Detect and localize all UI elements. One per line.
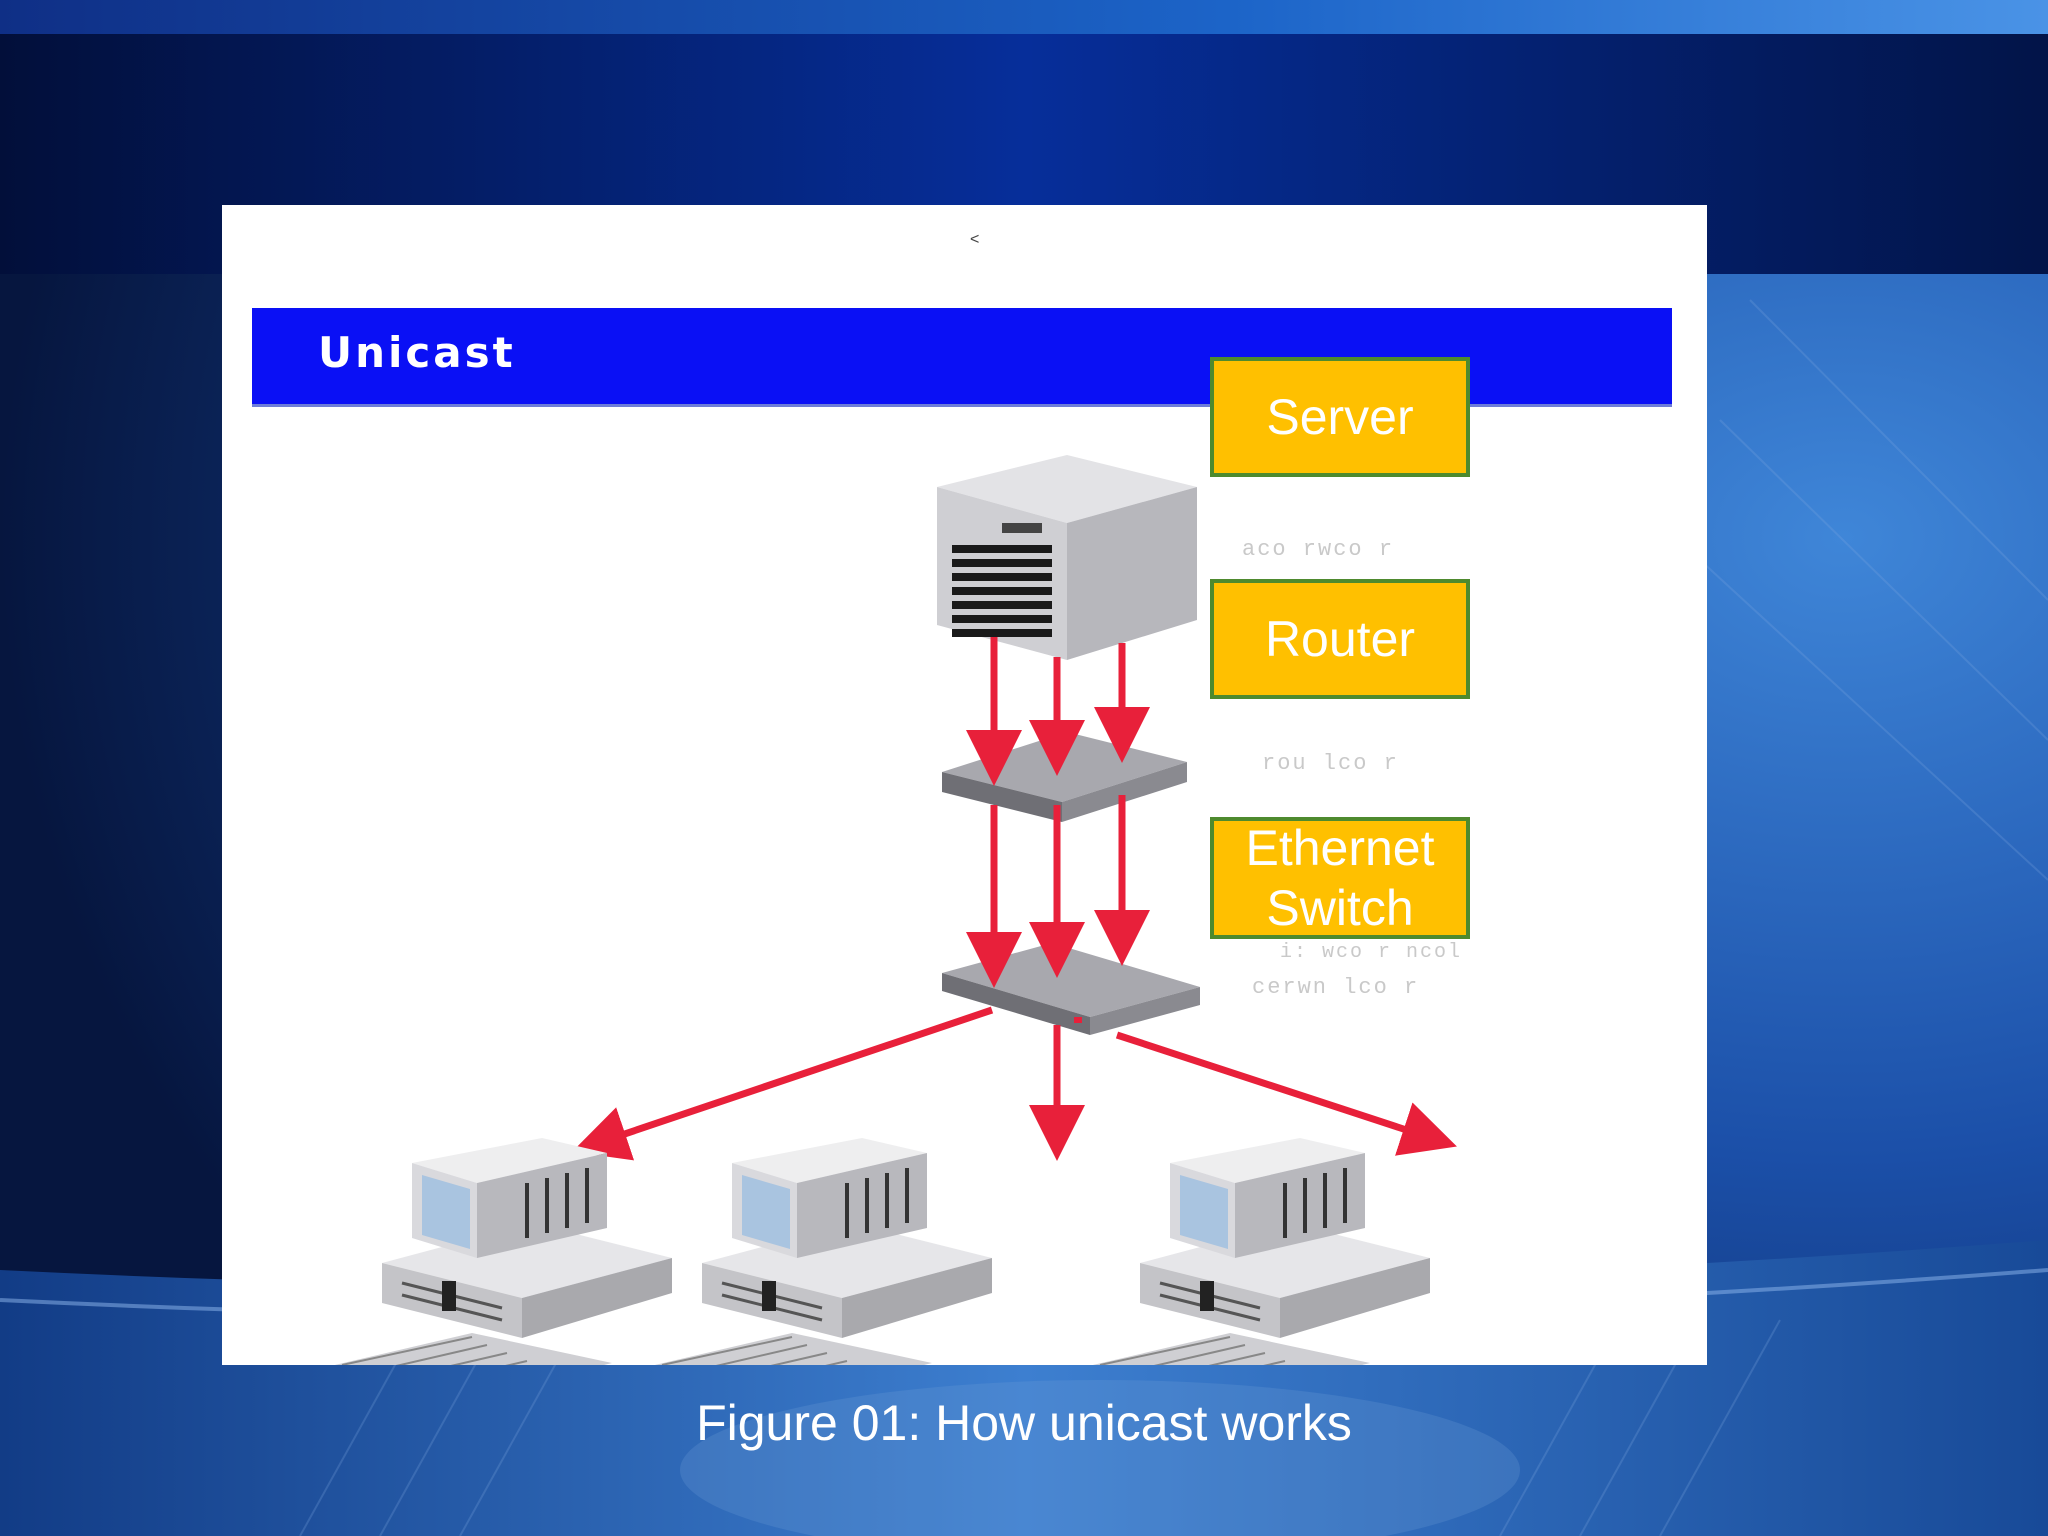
switch-label-line1: Ethernet (1245, 820, 1435, 876)
computer-icon (1078, 1136, 1432, 1365)
router-label: Router (1210, 579, 1470, 699)
switch-caption-faded-2: cerwn lco r (1252, 975, 1420, 1000)
switch-label: Ethernet Switch (1210, 817, 1470, 939)
computer-icon (334, 1138, 672, 1365)
unicast-diagram: < Unicast (222, 205, 1707, 1365)
data-streams (572, 637, 1457, 1161)
server-caption-faded: aco rwco r (1242, 537, 1395, 562)
stray-mark: < (970, 231, 980, 248)
server-icon (937, 455, 1197, 660)
diagram-title: Unicast (318, 328, 516, 377)
switch-caption-faded-1: i: wco r ncol (1280, 941, 1463, 964)
switch-label-line2: Switch (1266, 880, 1414, 936)
server-label-text: Server (1266, 389, 1414, 445)
switch-icon (942, 943, 1200, 1035)
network-drawing (334, 455, 1457, 1365)
router-caption-faded: rou lco r (1262, 751, 1399, 776)
router-label-text: Router (1264, 611, 1416, 667)
computer-icon (640, 1136, 994, 1365)
figure-caption: Figure 01: How unicast works (696, 1395, 1352, 1451)
router-icon (942, 732, 1187, 822)
server-label: Server (1210, 357, 1470, 477)
